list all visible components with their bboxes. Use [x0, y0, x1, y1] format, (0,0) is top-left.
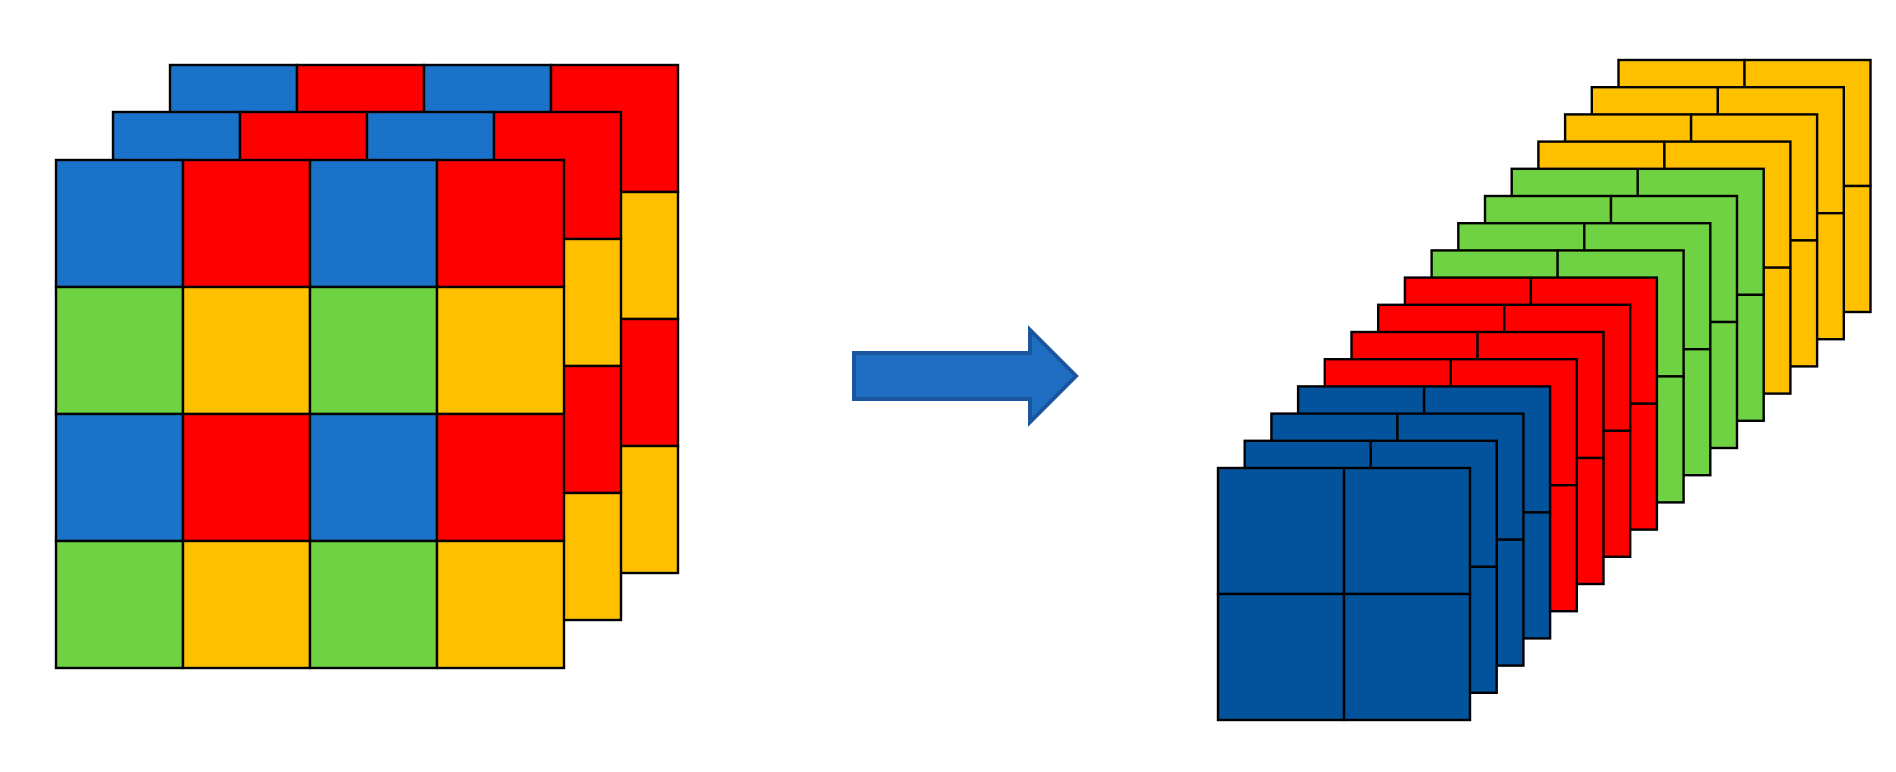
input-cell-3-1-2 — [308, 285, 439, 416]
input-cell-3-0-1 — [181, 158, 312, 289]
input-cell-3-0-3 — [435, 158, 566, 289]
input-cell-3-1-3 — [435, 285, 566, 416]
input-cell-3-2-2 — [308, 412, 439, 543]
input-cell-3-2-3 — [435, 412, 566, 543]
output-tensor — [1216, 58, 1872, 722]
input-cell-3-3-1 — [181, 539, 312, 670]
output-cell-1-1-0 — [1216, 592, 1346, 722]
output-slice-1 — [1216, 466, 1472, 722]
input-layer-3 — [54, 158, 566, 670]
input-cell-3-2-1 — [181, 412, 312, 543]
input-cell-3-1-1 — [181, 285, 312, 416]
input-cell-3-0-2 — [308, 158, 439, 289]
output-cell-1-1-1 — [1342, 592, 1472, 722]
input-cell-3-0-0 — [54, 158, 185, 289]
input-cell-3-3-2 — [308, 539, 439, 670]
right-arrow-icon — [852, 325, 1079, 427]
input-cell-3-2-0 — [54, 412, 185, 543]
output-cell-1-0-1 — [1342, 466, 1472, 596]
output-cell-1-0-0 — [1216, 466, 1346, 596]
input-cell-3-1-0 — [54, 285, 185, 416]
input-cell-3-3-3 — [435, 539, 566, 670]
input-cell-3-3-0 — [54, 539, 185, 670]
input-tensor — [54, 63, 680, 670]
right-arrow-icon — [852, 325, 1079, 427]
